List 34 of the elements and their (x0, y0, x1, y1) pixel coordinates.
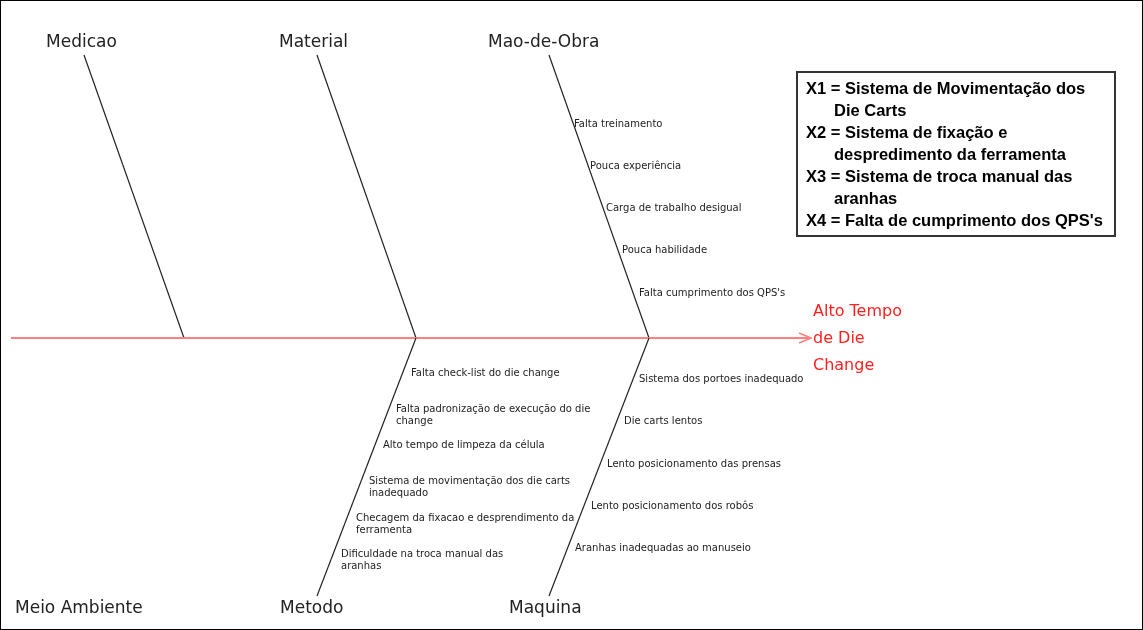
bone-line (316, 337, 417, 597)
bone-line (316, 54, 417, 339)
legend-box (796, 71, 1116, 237)
cause-label: Carga de trabalho desigual (606, 202, 742, 214)
category-label: Material (279, 31, 349, 51)
cause-label: Alto tempo de limpeza da célula (383, 439, 545, 451)
cause-label: Pouca experiência (590, 160, 682, 172)
cause-label: Falta padronização de execução do die change (396, 403, 592, 427)
cause-label: Falta cumprimento dos QPS's (639, 287, 786, 299)
cause-label: Dificuldade na troca manual das aranhas (341, 548, 505, 572)
category-label: Maquina (509, 597, 582, 617)
cause-label: Aranhas inadequadas ao manuseio (575, 542, 751, 554)
cause-label: Lento posicionamento das prensas (607, 458, 781, 470)
cause-label: Die carts lentos (624, 415, 703, 427)
effect-label: Alto Tempo de Die Change (813, 297, 908, 378)
legend-entry: X4 = Falta de cumprimento dos QPS's (806, 210, 1104, 231)
category-label: Metodo (280, 597, 344, 617)
cause-label: Checagem da fixacao e desprendimento da ferramenta (356, 512, 576, 536)
spine-arrow (10, 332, 812, 344)
cause-label: Falta check-list do die change (411, 367, 560, 379)
cause-label: Lento posicionamento dos robôs (591, 500, 754, 512)
bone-line (548, 337, 650, 597)
legend-entry: X3 = Sistema de troca manual das aranhas (806, 166, 1074, 209)
category-label: Mao-de-Obra (488, 31, 600, 51)
bone-line (548, 54, 650, 339)
cause-label: Sistema dos portoes inadequado (639, 373, 804, 385)
bone-line (83, 54, 185, 339)
cause-label: Falta treinamento (574, 118, 663, 130)
cause-label: Sistema de movimentação dos die carts inadequado (369, 475, 572, 499)
legend-entry: X1 = Sistema de Movimentação dos Die Carts (806, 78, 1087, 121)
category-label: Meio Ambiente (15, 597, 143, 617)
category-label: Medicao (46, 31, 117, 51)
legend-entry: X2 = Sistema de fixação e despredimento da ferramenta (806, 122, 1067, 165)
cause-label: Pouca habilidade (622, 244, 708, 256)
